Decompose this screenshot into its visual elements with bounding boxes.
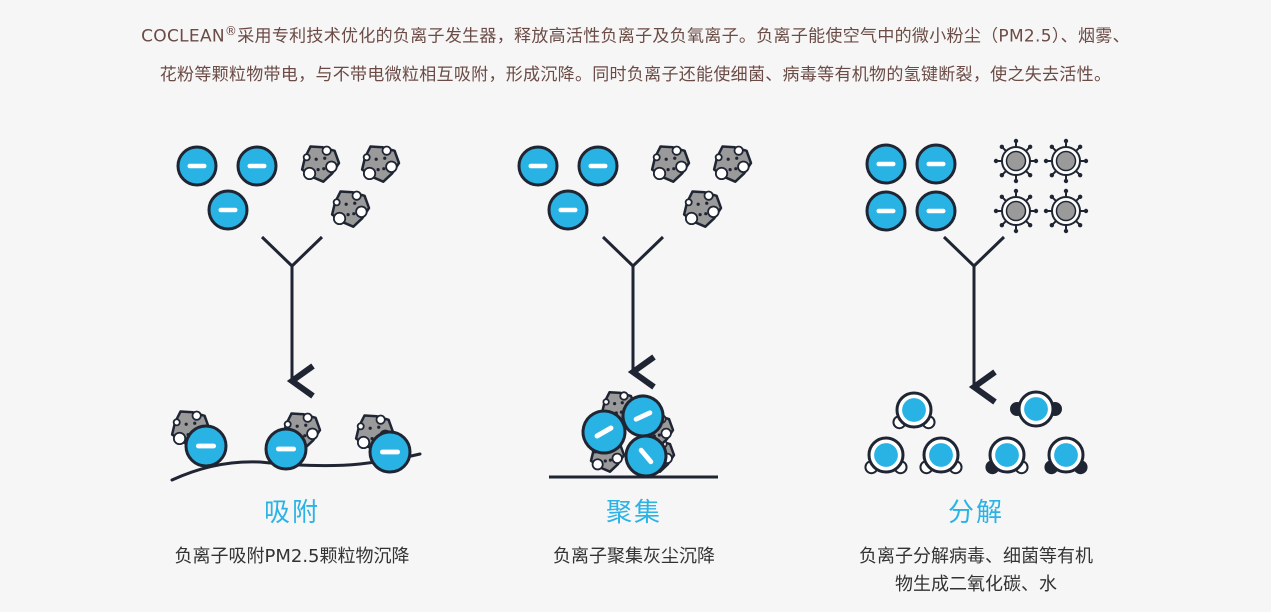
funnel-arrow [603,237,663,372]
negative-ion-icon [178,147,216,185]
molecule-icon [986,438,1027,473]
molecule-icon [1011,392,1061,426]
negative-ion-icon [867,145,905,183]
panel-gather-title: 聚集 [484,492,784,529]
virus-icon [1044,189,1088,233]
funnel-arrow [944,237,1004,387]
dust-particle-icon [684,191,721,226]
panel-adsorb [172,146,420,480]
negative-ion-icon [370,432,410,472]
negative-ion-icon [917,145,955,183]
panel-decompose-desc: 负离子分解病毒、细菌等有机 物生成二氧化碳、水 [806,543,1146,599]
negative-ion-icon [238,147,276,185]
negative-ion-icon [266,429,306,469]
panel-gather [519,146,751,484]
funnel-arrow [262,237,322,381]
panel-adsorb-title: 吸附 [142,492,442,529]
negative-ion-icon [186,426,226,466]
negative-ion-icon [579,147,617,185]
dust-particle-icon [714,146,751,181]
molecule-icon [920,438,961,473]
molecule-icon [865,438,906,473]
panel-adsorb-desc: 负离子吸附PM2.5颗粒物沉降 [122,543,462,571]
negative-ion-icon [549,191,587,229]
molecule-icon [893,393,934,428]
panel-gather-desc: 负离子聚集灰尘沉降 [464,543,804,571]
dust-particle-icon [302,146,339,181]
molecule-icon [1045,438,1086,473]
dust-particle-icon [362,146,399,181]
virus-icon [994,189,1038,233]
negative-ion-icon [209,191,247,229]
panel-decompose-desc-line-1: 负离子分解病毒、细菌等有机 [806,543,1146,571]
panel-decompose [865,139,1088,473]
negative-ion-icon [519,147,557,185]
panel-decompose-desc-line-2: 物生成二氧化碳、水 [806,571,1146,599]
virus-icon [994,139,1038,183]
dust-particle-icon [652,146,689,181]
dust-particle-icon [332,191,369,226]
panel-decompose-title: 分解 [826,492,1126,529]
negative-ion-icon [867,192,905,230]
virus-icon [1044,139,1088,183]
negative-ion-icon [917,192,955,230]
